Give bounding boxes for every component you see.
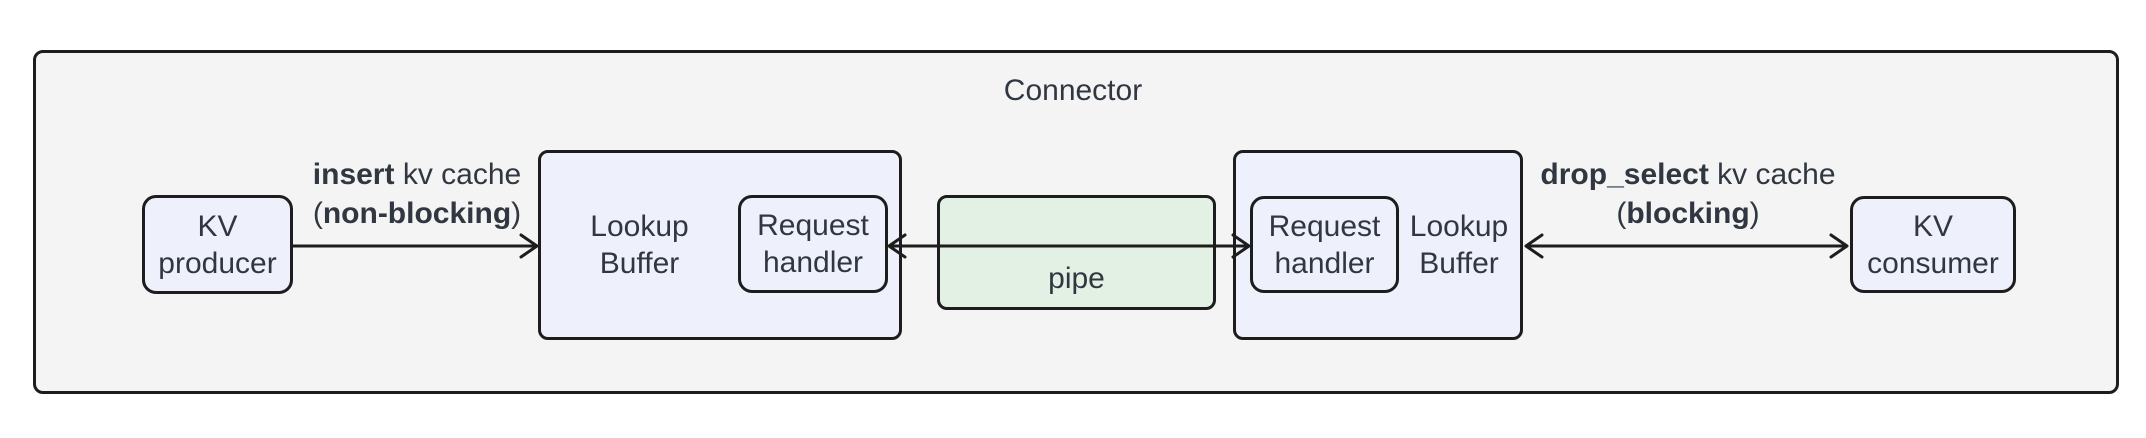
request-handler-right-label-line1: Request — [1268, 209, 1381, 243]
drop-select-edge-label-line2: (blocking) — [1616, 197, 1760, 230]
insert-edge-label-line2: (non-blocking) — [312, 197, 522, 230]
drop-select-edge-label-line1: drop_select kv cache — [1540, 158, 1836, 191]
kv-consumer-label-line2: consumer — [1867, 246, 1999, 280]
pipe-node: pipe — [937, 195, 1216, 310]
lookup-buffer-left-label-line1: Lookup — [590, 209, 689, 243]
lookup-buffer-left-label: Lookup Buffer — [541, 196, 738, 293]
request-handler-left-node: Request handler — [738, 195, 888, 293]
insert-edge-label-line1: insert kv cache — [312, 158, 522, 191]
kv-consumer-label-line1: KV — [1912, 209, 1954, 243]
diagram-title: Connector — [1003, 74, 1143, 107]
request-handler-left-label-line1: Request — [757, 209, 869, 242]
lookup-buffer-right-label-line1: Lookup — [1409, 209, 1509, 243]
kv-producer-label-line2: producer — [158, 246, 277, 280]
insert-edge-label: insert kv cache (non-blocking) — [252, 155, 582, 233]
kv-producer-label-line1: KV — [197, 209, 238, 243]
request-handler-right-label-line2: handler — [1274, 246, 1375, 280]
pipe-label: pipe — [1048, 262, 1105, 295]
request-handler-left-label-line2: handler — [762, 246, 864, 279]
lookup-buffer-right-label: Lookup Buffer — [1398, 196, 1520, 293]
drop-select-edge-label: drop_select kv cache (blocking) — [1508, 155, 1868, 233]
lookup-buffer-right-label-line2: Buffer — [1419, 246, 1499, 280]
kv-consumer-node: KV consumer — [1850, 196, 2016, 293]
request-handler-right-node: Request handler — [1250, 196, 1399, 293]
lookup-buffer-left-label-line2: Buffer — [599, 246, 680, 280]
